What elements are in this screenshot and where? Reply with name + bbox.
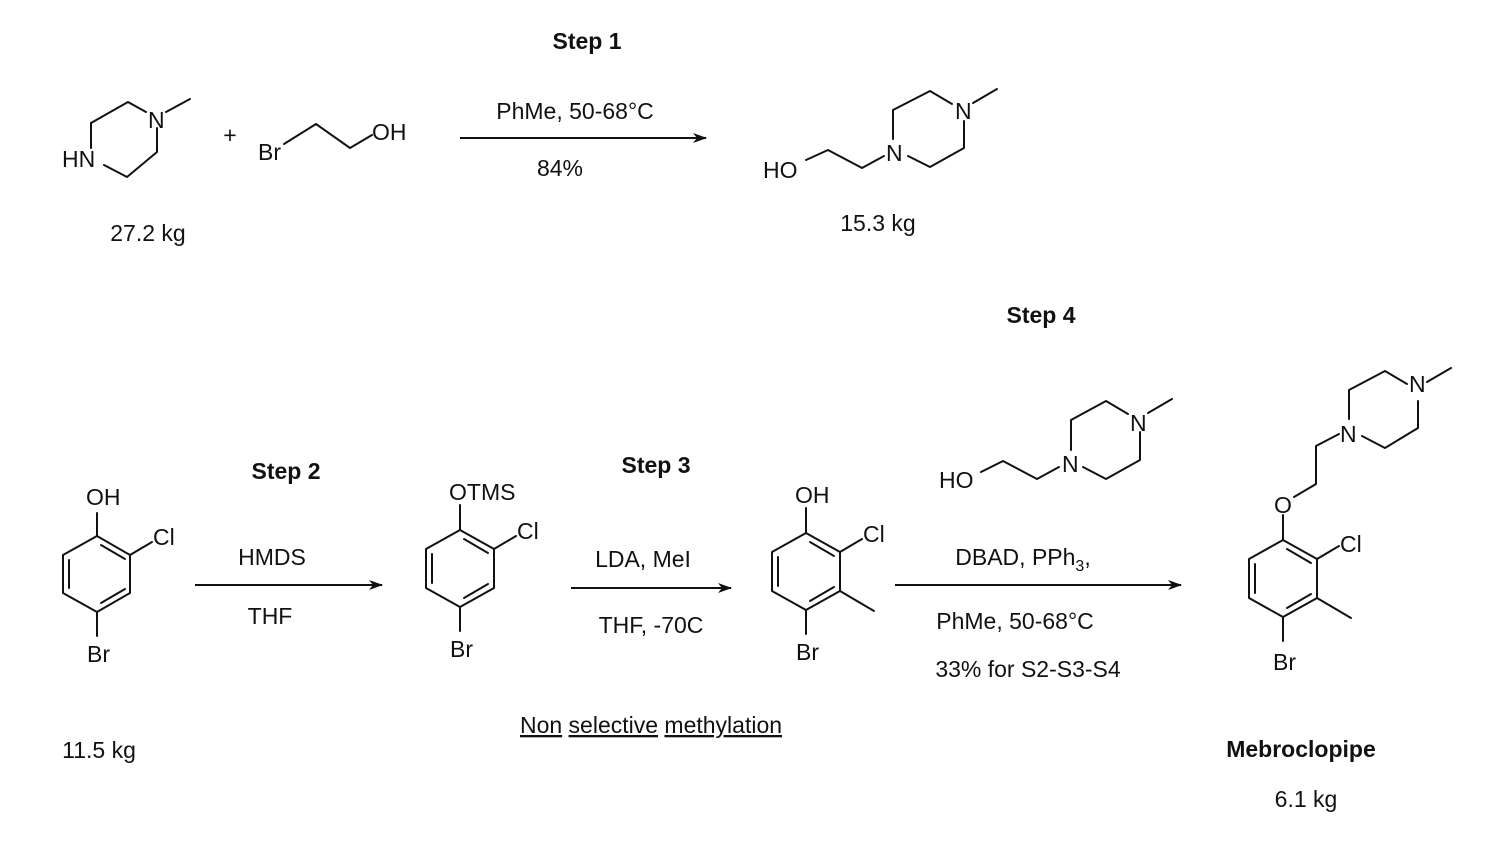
step4-reagent-top-sub: 3 (1075, 558, 1084, 575)
atom-n: N (886, 140, 903, 166)
plus-sign: + (223, 122, 236, 148)
step4-alcohol-reagent-structure: HO N N (939, 398, 1173, 493)
step4-reagent-bottom: PhMe, 50-68°C (936, 608, 1094, 634)
atom-n: N (1062, 451, 1079, 477)
step-2-label: Step 2 (251, 458, 320, 484)
note-word-selective: selective (569, 712, 658, 738)
atom-o: O (1274, 492, 1292, 518)
atom-br: Br (87, 641, 110, 667)
step1-reagent-top: PhMe, 50-68°C (496, 98, 654, 124)
n-methylpiperazine-structure: N HN (62, 98, 191, 178)
atom-br: Br (258, 139, 281, 165)
bromoethanol-structure: Br OH (258, 119, 407, 165)
step2-sm-mass: 11.5 kg (62, 737, 136, 763)
step3-reagent-bottom: THF, -70C (599, 612, 704, 638)
step1-product-mass: 15.3 kg (840, 210, 915, 236)
atom-ho: HO (939, 467, 974, 493)
step1-reagent-bottom: 84% (537, 155, 583, 181)
sm1-mass: 27.2 kg (110, 220, 185, 246)
atom-br: Br (1273, 649, 1296, 675)
step-4-label: Step 4 (1006, 302, 1075, 328)
atom-n: N (148, 107, 165, 133)
atom-cl: Cl (517, 518, 539, 544)
step3-note: Non selective methylation (520, 712, 782, 738)
atom-otms: OTMS (449, 479, 515, 505)
bromochlorophenol-structure: OH Cl Br (62, 484, 175, 667)
atom-ho: HO (763, 157, 798, 183)
atom-oh: OH (372, 119, 407, 145)
step4-yield-note: 33% for S2-S3-S4 (935, 656, 1121, 682)
step2-reagent-bottom: THF (248, 603, 293, 629)
note-word-methylation: methylation (664, 712, 782, 738)
step2-reagent-top: HMDS (238, 544, 306, 570)
atom-hn: HN (62, 146, 95, 172)
step3-reagent-top: LDA, MeI (595, 546, 691, 572)
atom-cl: Cl (1340, 531, 1362, 557)
step-1-label: Step 1 (552, 28, 621, 54)
otms-intermediate-structure: OTMS Cl Br (425, 479, 539, 662)
atom-n: N (955, 98, 972, 124)
atom-oh: OH (795, 482, 830, 508)
atom-br: Br (796, 639, 819, 665)
final-product-name: Mebroclopipe (1226, 736, 1376, 762)
step4-reagent-top: DBAD, PPh3, (955, 544, 1090, 575)
atom-cl: Cl (863, 521, 885, 547)
step-3-label: Step 3 (621, 452, 690, 478)
methylated-phenol-structure: OH Cl Br (771, 482, 885, 665)
atom-br: Br (450, 636, 473, 662)
atom-n: N (1130, 410, 1147, 436)
mebroclopipe-structure: N N O Cl Br (1248, 367, 1452, 675)
hydroxyethyl-piperazine-structure: HO N N (763, 88, 998, 183)
step4-reagent-top-a: DBAD, PPh (955, 544, 1075, 570)
note-word-non: Non (520, 712, 562, 738)
atom-n: N (1409, 371, 1426, 397)
atom-oh: OH (86, 484, 121, 510)
final-product-mass: 6.1 kg (1275, 786, 1338, 812)
atom-cl: Cl (153, 524, 175, 550)
atom-n: N (1340, 421, 1357, 447)
step4-reagent-top-b: , (1084, 544, 1090, 570)
